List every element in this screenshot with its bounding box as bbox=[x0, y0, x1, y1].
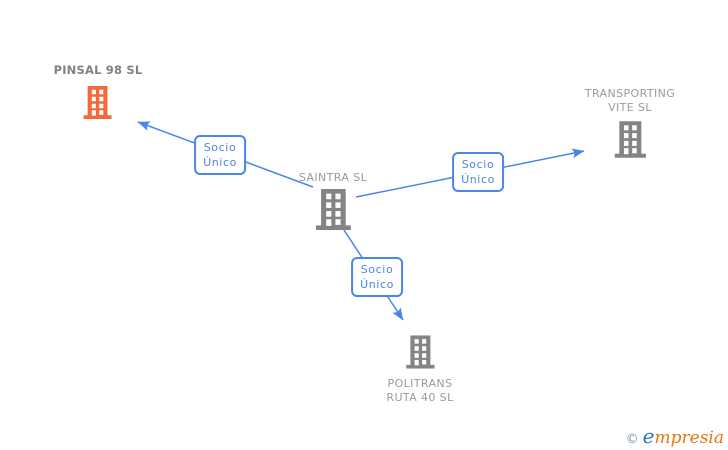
building-icon bbox=[314, 189, 351, 230]
company-label: POLITRANS RUTA 40 SL bbox=[386, 377, 454, 404]
company-node-pinsal-98-sl[interactable]: PINSAL 98 SL bbox=[54, 63, 143, 119]
edge-label-socio-unico: Socio Único bbox=[194, 135, 246, 175]
company-label: PINSAL 98 SL bbox=[53, 63, 143, 77]
company-label: TRANSPORTING VITE SL bbox=[584, 87, 676, 114]
edge-label-socio-unico: Socio Único bbox=[351, 257, 403, 297]
company-node-transporting-vite-sl[interactable]: TRANSPORTING VITE SL bbox=[585, 87, 675, 158]
building-icon bbox=[405, 335, 435, 369]
empresia-logo[interactable]: © empresia bbox=[626, 426, 724, 448]
company-node-saintra-sl[interactable]: SAINTRA SL bbox=[299, 171, 367, 230]
building-icon bbox=[83, 86, 113, 119]
company-label: SAINTRA SL bbox=[298, 171, 368, 184]
empresia-brand-text: empresia bbox=[642, 424, 724, 448]
building-icon bbox=[614, 121, 647, 158]
copyright-icon: © bbox=[625, 432, 639, 447]
company-node-politrans-ruta-40-sl[interactable]: POLITRANS RUTA 40 SL bbox=[386, 335, 453, 405]
edge-label-socio-unico: Socio Único bbox=[452, 152, 504, 192]
